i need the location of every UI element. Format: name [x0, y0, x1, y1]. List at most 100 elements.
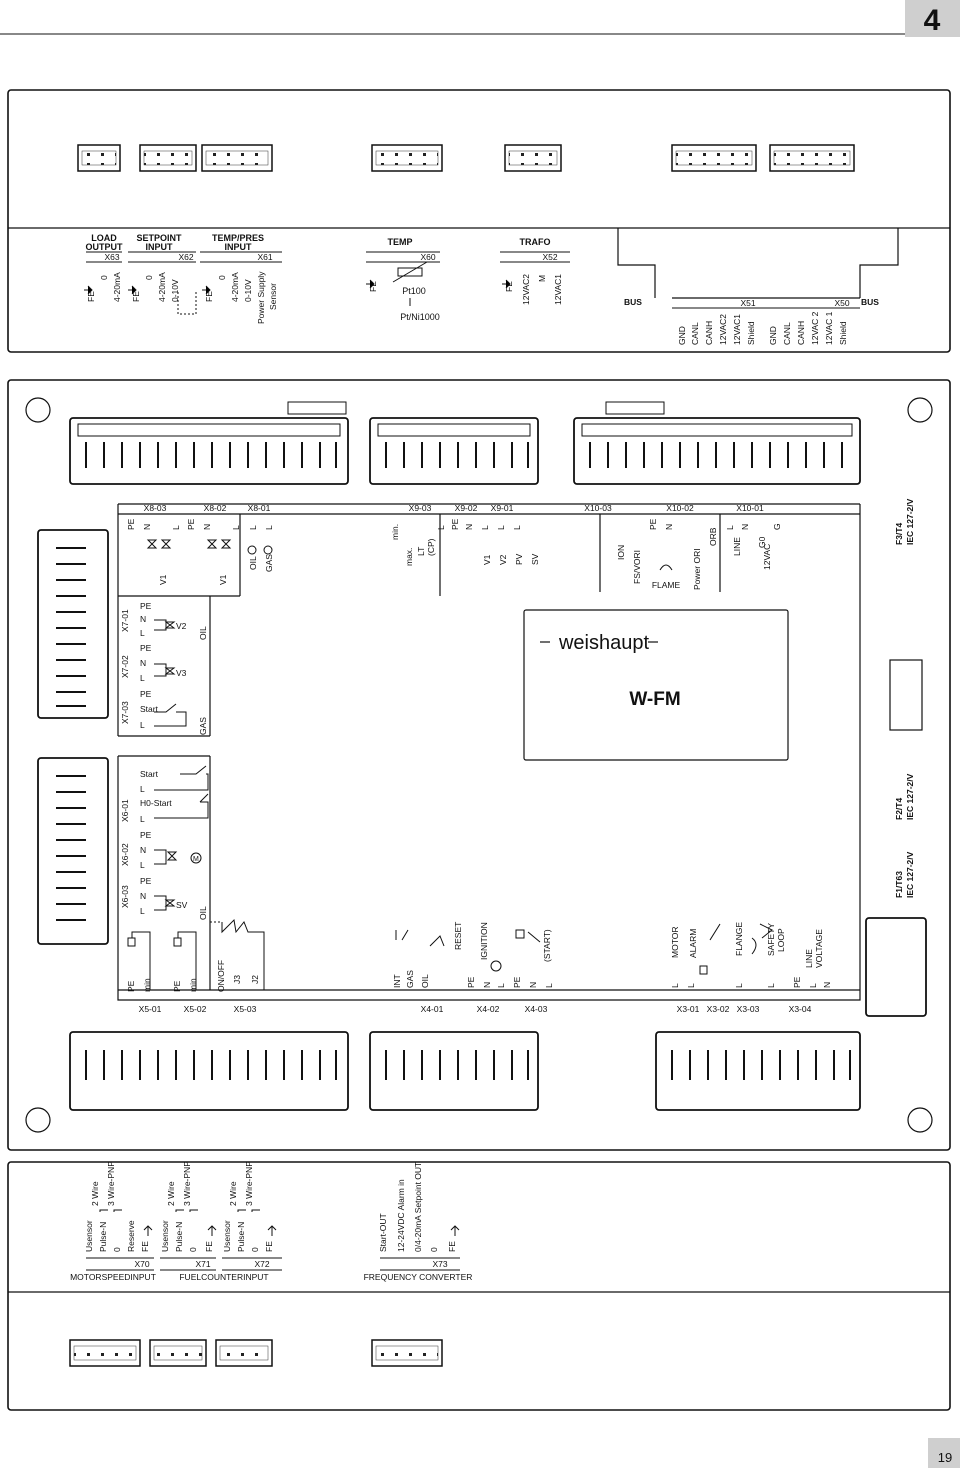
svg-text:12VAC: 12VAC — [762, 544, 772, 570]
svg-text:ORB: ORB — [708, 527, 718, 546]
svg-text:N: N — [664, 524, 674, 530]
svg-text:J3: J3 — [232, 975, 242, 984]
svg-text:ALARM: ALARM — [688, 929, 698, 958]
svg-text:OIL: OIL — [420, 974, 430, 988]
fuse-holder-bottom — [865, 917, 927, 1017]
svg-text:PE: PE — [140, 601, 152, 611]
x62-title1: SETPOINT — [136, 233, 182, 243]
svg-text:LINE: LINE — [732, 537, 742, 556]
x6-labels: X6-01 X6-02 X6-03 Start L H0-Start L PE … — [120, 769, 208, 920]
svg-text:min: min — [142, 978, 152, 992]
svg-text:SV: SV — [530, 553, 540, 565]
svg-text:X3-02: X3-02 — [707, 1004, 730, 1014]
svg-text:X6-01: X6-01 — [120, 799, 130, 822]
top-connector-strips — [69, 417, 861, 485]
x9-01-label: X9-01 — [491, 503, 514, 513]
x70-labels: Usensor Pulse-N 0 Reserve FE 2 Wire 3 Wi… — [70, 1161, 156, 1282]
svg-text:GAS: GAS — [198, 717, 208, 735]
bottom-connector-strips — [69, 1031, 861, 1111]
main-board: X8-03 X8-02 X8-01 X9-03 X9-02 X9-01 X10-… — [7, 379, 951, 1151]
svg-text:V1: V1 — [218, 574, 228, 585]
footer-tab — [928, 1438, 960, 1468]
svg-text:(START): (START) — [542, 929, 552, 962]
x63-title2: OUTPUT — [86, 242, 124, 252]
svg-text:max.: max. — [404, 548, 414, 566]
svg-text:VOLTAGE: VOLTAGE — [814, 929, 824, 968]
svg-text:0: 0 — [250, 1247, 260, 1252]
page-tab — [905, 0, 960, 37]
mount-hole-bl — [25, 1107, 51, 1133]
x7-labels: X7-01 X7-02 X7-03 PE N L PE N L PE Start… — [120, 601, 208, 735]
svg-text:PE: PE — [450, 518, 460, 530]
svg-text:L: L — [686, 983, 696, 988]
ground-symbols — [84, 279, 511, 295]
svg-text:N: N — [528, 982, 538, 988]
fuse-f1-label: F1/T63 — [894, 871, 904, 898]
svg-text:0: 0 — [99, 275, 109, 280]
svg-text:PE: PE — [140, 689, 152, 699]
x3-labels: X3-01 X3-02 X3-03 X3-04 MOTOR ALARM FLAN… — [670, 922, 832, 1014]
svg-text:PV: PV — [514, 553, 524, 565]
svg-text:12VAC 2: 12VAC 2 — [810, 311, 820, 345]
svg-text:LINE: LINE — [804, 949, 814, 968]
svg-text:X7-03: X7-03 — [120, 701, 130, 724]
x9-02-label: X9-02 — [455, 503, 478, 513]
svg-text:X6-03: X6-03 — [120, 885, 130, 908]
svg-text:L: L — [496, 983, 506, 988]
svg-text:2 Wire: 2 Wire — [90, 1181, 100, 1206]
x60-title: TEMP — [387, 237, 412, 247]
svg-text:FE: FE — [140, 1241, 150, 1252]
page-number: 4 — [924, 4, 941, 37]
x8-01-label: X8-01 — [248, 503, 271, 513]
svg-text:N: N — [140, 845, 146, 855]
x51-label: X51 — [740, 298, 755, 308]
svg-text:3 Wire-PNP: 3 Wire-PNP — [182, 1161, 192, 1206]
circuit-frame — [117, 503, 861, 1001]
svg-text:Start-OUT: Start-OUT — [378, 1213, 388, 1252]
svg-text:GAS: GAS — [405, 970, 415, 988]
x60-label: X60 — [420, 252, 435, 262]
svg-text:V2: V2 — [176, 621, 187, 631]
x61-label: X61 — [257, 252, 272, 262]
svg-text:L: L — [512, 525, 522, 530]
bottom-panel: Usensor Pulse-N 0 Reserve FE 2 Wire 3 Wi… — [7, 1161, 951, 1411]
x63-label: X63 — [104, 252, 119, 262]
svg-text:L: L — [140, 673, 145, 683]
top-pin-labels: FE 0 4-20mA FE 0 4-20mA 0-10V FE 0 4-20m… — [86, 271, 563, 324]
svg-text:PE: PE — [466, 976, 476, 988]
svg-text:3 Wire-PNP: 3 Wire-PNP — [106, 1161, 116, 1206]
svg-text:X6-02: X6-02 — [120, 843, 130, 866]
svg-text:FE: FE — [368, 281, 378, 292]
bus-pin-labels: GND CANL CANH 12VAC2 12VAC1 Shield GND C… — [677, 311, 848, 345]
svg-text:12-24VDC Alarm in: 12-24VDC Alarm in — [396, 1179, 406, 1252]
svg-text:FE: FE — [131, 291, 141, 302]
x72-labels: Usensor Pulse-N 0 FE 2 Wire 3 Wire-PNP X… — [179, 1161, 274, 1282]
svg-text:PE: PE — [126, 980, 136, 992]
svg-text:LT: LT — [416, 547, 426, 556]
svg-text:N: N — [482, 982, 492, 988]
svg-text:L: L — [725, 525, 735, 530]
x5-labels: X5-01 X5-02 X5-03 PE min PE min ON/OFF J… — [126, 960, 260, 1014]
top-panel: LOAD OUTPUT SETPOINT INPUT TEMP/PRES INP… — [7, 89, 951, 353]
x9-pins: min. max. LT (CP) L PE N L L L V1 V2 PV … — [390, 518, 540, 566]
svg-text:Sensor: Sensor — [268, 283, 278, 310]
svg-text:0: 0 — [112, 1247, 122, 1252]
svg-text:N: N — [740, 524, 750, 530]
svg-text:J2: J2 — [250, 975, 260, 984]
svg-text:V1: V1 — [482, 554, 492, 565]
flame-label: FLAME — [652, 580, 681, 590]
svg-text:L: L — [480, 525, 490, 530]
svg-text:L: L — [436, 525, 446, 530]
svg-text:2 Wire: 2 Wire — [166, 1181, 176, 1206]
ptni1000-label: Pt/Ni1000 — [400, 312, 440, 322]
svg-text:Usensor: Usensor — [222, 1220, 232, 1252]
x8-02-label: X8-02 — [204, 503, 227, 513]
svg-text:FE: FE — [204, 291, 214, 302]
svg-text:Power ORI: Power ORI — [692, 548, 702, 590]
svg-text:X73: X73 — [432, 1259, 447, 1269]
svg-text:FE: FE — [264, 1241, 274, 1252]
svg-text:L: L — [140, 628, 145, 638]
svg-text:LOOP: LOOP — [776, 928, 786, 952]
svg-text:FUELCOUNTERINPUT: FUELCOUNTERINPUT — [179, 1272, 268, 1282]
footer-page-number: 19 — [938, 1450, 952, 1465]
